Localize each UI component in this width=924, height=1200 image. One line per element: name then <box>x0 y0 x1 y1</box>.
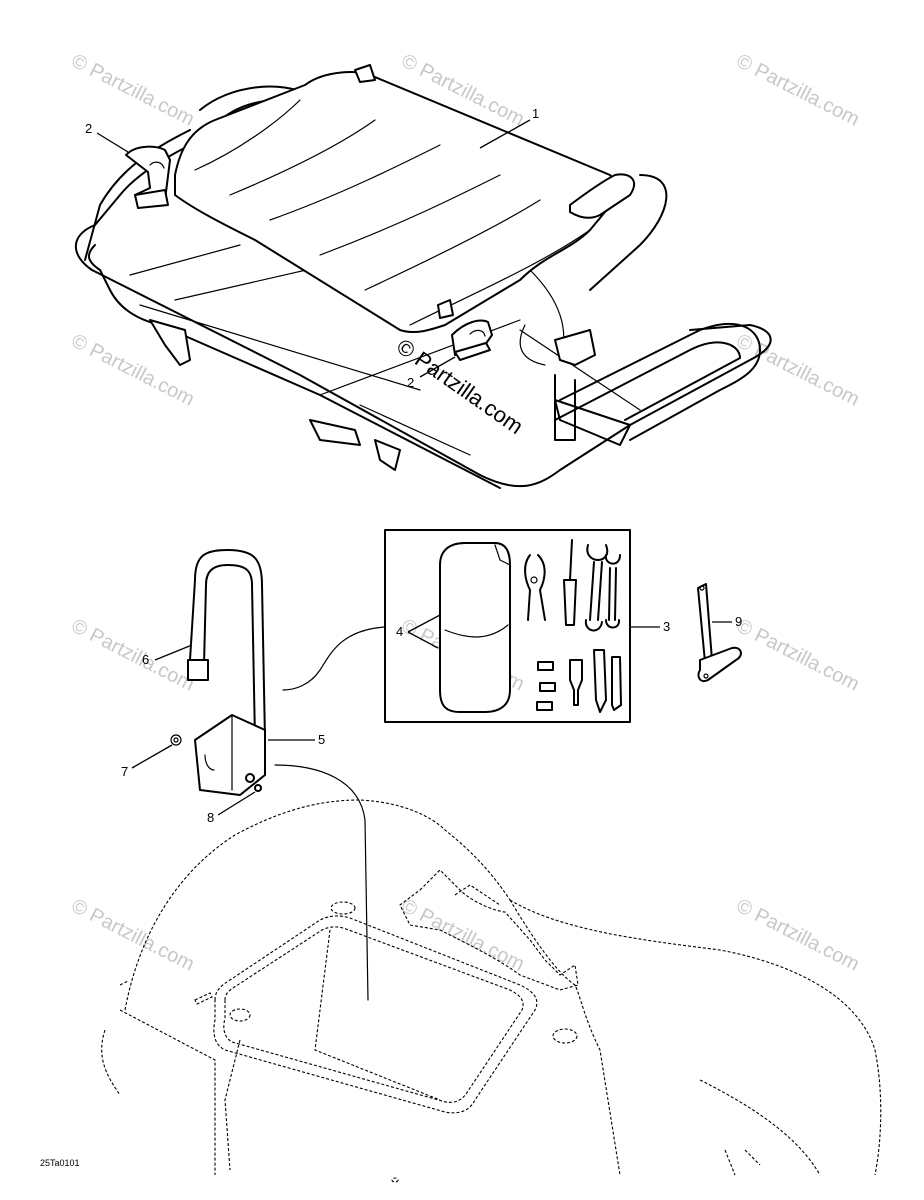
pliers-icon <box>524 554 546 621</box>
storage-compartment <box>101 799 882 1183</box>
wrench-small-icon <box>604 554 621 629</box>
callout-7-group: 7 <box>121 744 173 779</box>
washer <box>170 734 182 746</box>
holder-link-line <box>274 764 369 1001</box>
watermark-9: © Partzilla.com <box>68 895 198 976</box>
watermark-8: © Partzilla.com <box>733 615 863 696</box>
callout-2-left: 2 <box>85 121 92 136</box>
callout-5-group: 5 <box>268 732 325 747</box>
socket-tool-icon <box>569 649 622 713</box>
callout-2b-group: 2 <box>407 356 456 390</box>
callout-6-group: 6 <box>142 644 193 667</box>
callout-5: 5 <box>318 732 325 747</box>
screw <box>254 784 262 792</box>
callout-7: 7 <box>121 764 128 779</box>
watermark-11: © Partzilla.com <box>733 895 863 976</box>
callout-1-group: 1 <box>479 106 539 149</box>
callout-2-right: 2 <box>407 375 414 390</box>
callout-9: 9 <box>735 614 742 629</box>
tool-pouch <box>439 542 511 713</box>
callout-6: 6 <box>142 652 149 667</box>
drawing-code: 25Ta0101 <box>40 1158 80 1168</box>
tool-kit-holder <box>194 714 266 796</box>
seat-latch-right <box>451 319 493 361</box>
callout-1: 1 <box>532 106 539 121</box>
seat-latch-left <box>125 145 171 209</box>
tool-kit-box <box>384 529 631 723</box>
hook-tool <box>697 583 742 682</box>
callout-3: 3 <box>663 619 670 634</box>
watermark-10: © Partzilla.com <box>398 895 528 976</box>
callout-2a-group: 2 <box>85 121 129 153</box>
callout-4-group: 4 <box>396 614 441 649</box>
wrench-large-icon <box>584 544 609 632</box>
seat-cushion <box>174 64 635 334</box>
strap <box>187 549 266 741</box>
watermark-3: © Partzilla.com <box>733 50 863 131</box>
callout-9-group: 9 <box>712 614 742 629</box>
callout-8-group: 8 <box>207 791 256 825</box>
fuses-icon <box>536 661 556 711</box>
callout-3-group: 3 <box>630 619 670 634</box>
kit-link-line <box>282 626 386 691</box>
screwdriver-icon <box>563 539 577 626</box>
watermark-6: © Partzilla.com <box>68 615 198 696</box>
watermark-1: © Partzilla.com <box>68 50 198 131</box>
callout-4: 4 <box>396 624 403 639</box>
callout-8: 8 <box>207 810 214 825</box>
